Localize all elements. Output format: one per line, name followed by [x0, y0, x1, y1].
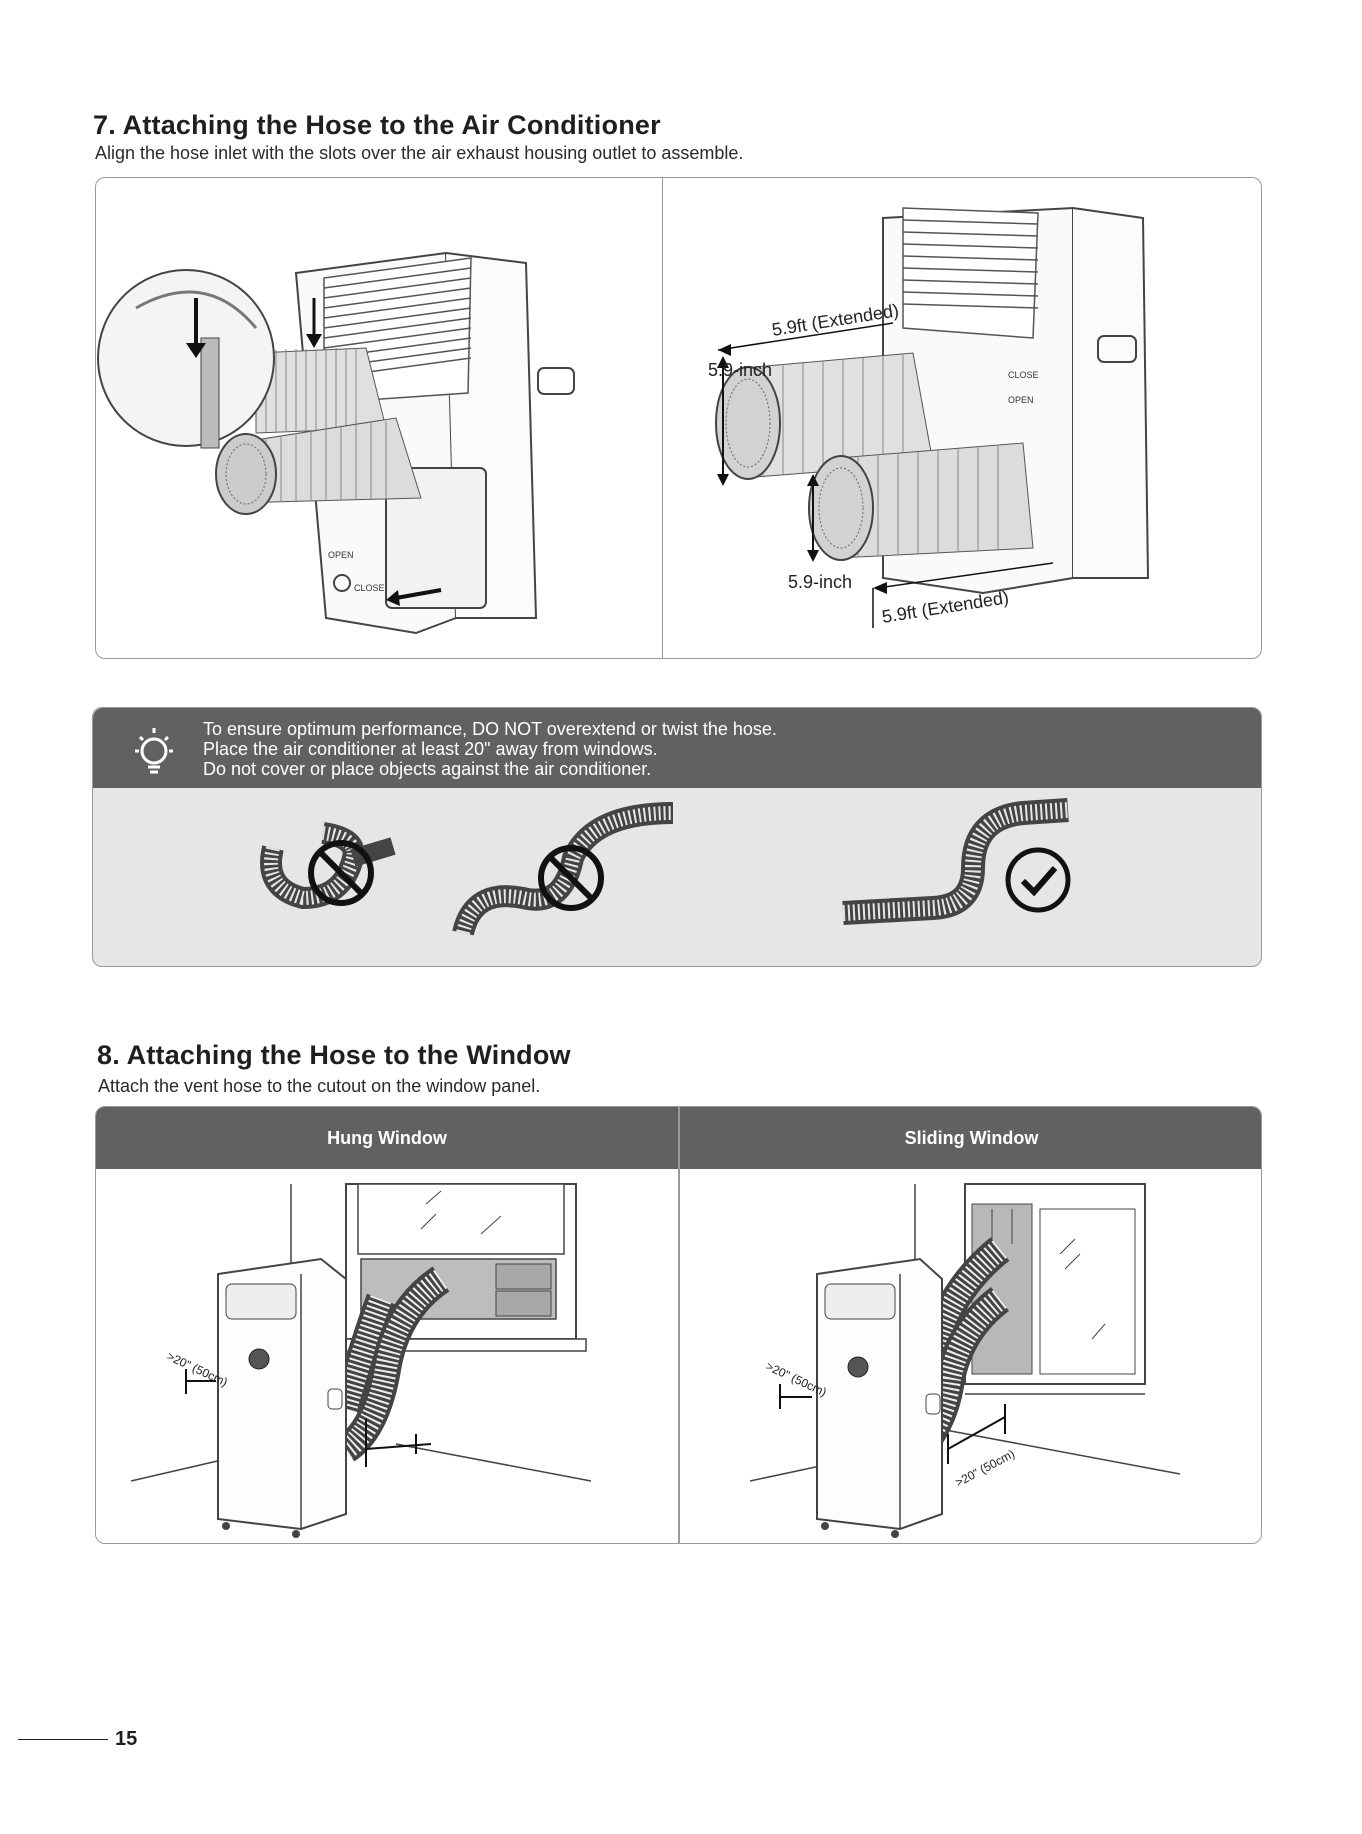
hose-attach-figure: OPEN CLOSE [95, 177, 1262, 659]
figure-divider [662, 178, 663, 658]
hung-window-header: Hung Window [96, 1107, 678, 1169]
valve-close-label-2: CLOSE [1008, 370, 1039, 380]
section7-title: 7. Attaching the Hose to the Air Conditi… [93, 110, 661, 140]
tips-bar [93, 708, 1261, 788]
diameter-top-label: 5.9-inch [708, 360, 772, 380]
checkmark-icon [1005, 847, 1071, 913]
length-top-label: 5.9ft (Extended) [770, 300, 900, 340]
window-divider [678, 1107, 680, 1543]
valve-open-label: OPEN [328, 550, 354, 560]
hose-insert-illustration: OPEN CLOSE [97, 251, 575, 635]
tip-line-3: Do not cover or place objects against th… [203, 759, 652, 779]
section8-title: 8. Attaching the Hose to the Window [97, 1040, 571, 1070]
tip-line-2: Place the air conditioner at least 20" a… [203, 739, 658, 759]
twisted-hose [452, 802, 674, 936]
page-footer-rule [18, 1739, 108, 1740]
valve-close-label: CLOSE [354, 583, 385, 593]
hose-dimensions-illustration: 5.9ft (Extended) 5.9-inch 5.9-inch 5.9ft… [708, 206, 1150, 628]
hose-examples [260, 798, 1071, 936]
window-install-figure: Hung Window Sliding Window >20" (50cm) [95, 1106, 1262, 1544]
tip-line-1: To ensure optimum performance, DO NOT ov… [203, 719, 777, 739]
diameter-bottom-label: 5.9-inch [788, 572, 852, 592]
hung-window-illustration: >20" (50cm) [130, 1183, 592, 1538]
page-number: 15 [115, 1728, 138, 1750]
correct-hose [842, 798, 1069, 925]
sliding-window-illustration: >20" (50cm) >20" (50cm) [749, 1183, 1181, 1538]
section7-subtitle: Align the hose inlet with the slots over… [95, 143, 744, 163]
section8-subtitle: Attach the vent hose to the cutout on th… [98, 1076, 541, 1096]
prohibited-icon-1 [308, 840, 374, 906]
sliding-distance-right: >20" (50cm) [953, 1447, 1017, 1490]
lightbulb-icon [135, 728, 173, 774]
length-bottom-label: 5.9ft (Extended) [880, 587, 1010, 627]
valve-open-label-2: OPEN [1008, 395, 1034, 405]
prohibited-icon-2 [538, 845, 604, 911]
tips-panel: To ensure optimum performance, DO NOT ov… [92, 707, 1262, 967]
sliding-window-header: Sliding Window [680, 1107, 1261, 1169]
